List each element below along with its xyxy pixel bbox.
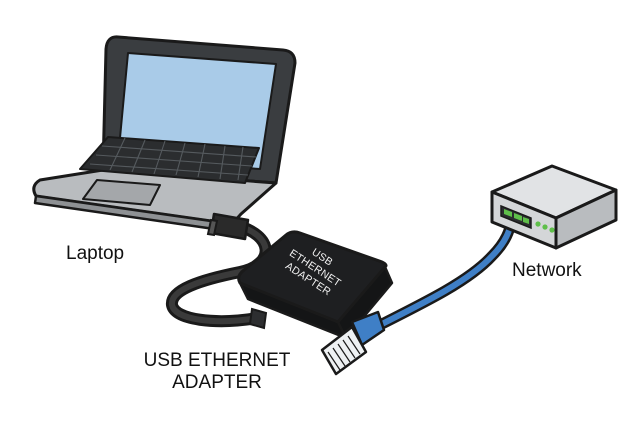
laptop-icon [32,35,297,233]
network-label: Network [512,260,582,281]
network-router-icon [490,164,618,250]
usb-plug-icon [206,212,250,241]
usb-cable [166,219,272,328]
router-led [535,221,541,227]
router-ports [500,204,532,230]
rj45-connector-icon [320,310,386,376]
router-led [542,224,548,230]
router-led [549,227,555,233]
adapter-caption: USB ETHERNET ADAPTER [143,350,291,393]
ethernet-cable [364,208,520,336]
laptop-label: Laptop [66,243,125,264]
